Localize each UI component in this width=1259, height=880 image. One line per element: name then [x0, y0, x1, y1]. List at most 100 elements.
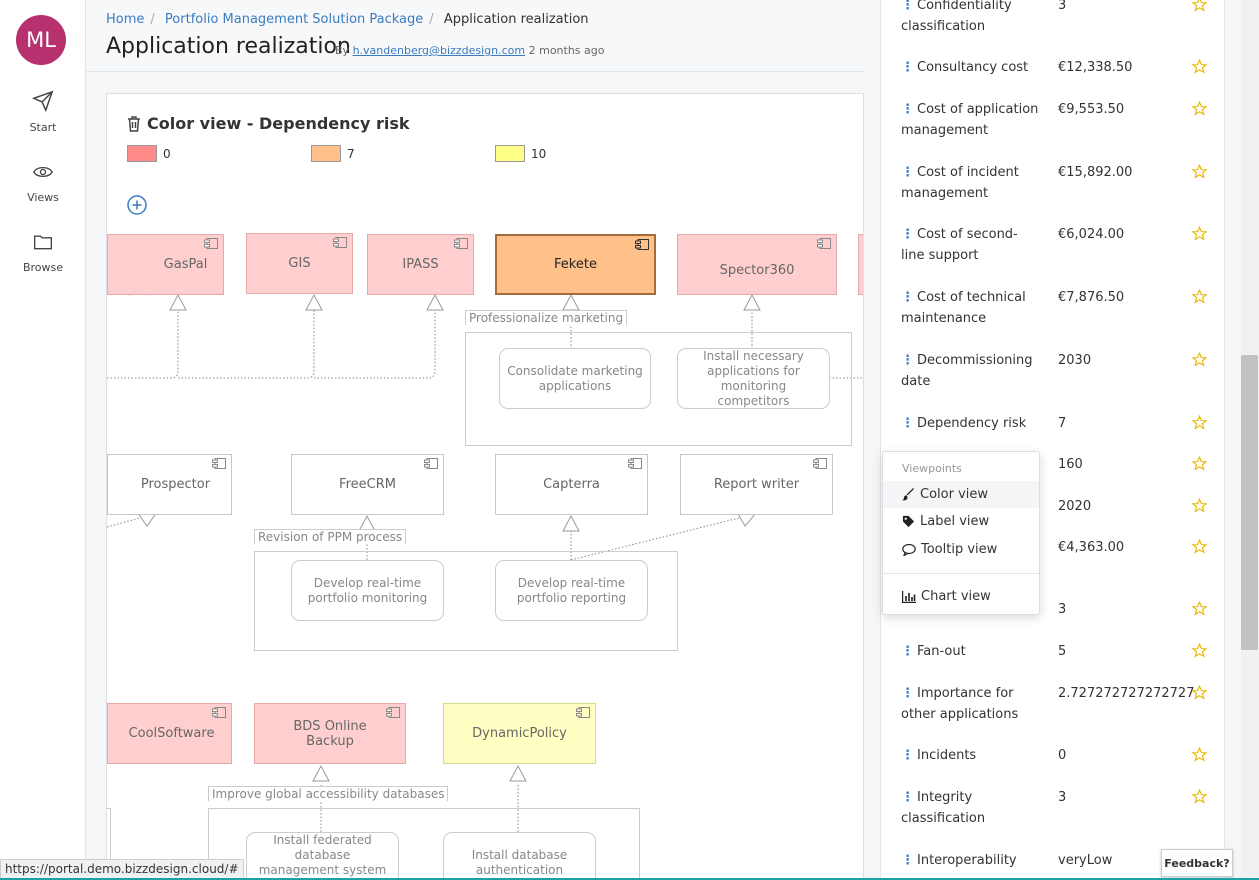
- property-name[interactable]: Decommissioning date: [901, 350, 1041, 392]
- star-icon[interactable]: [1192, 59, 1207, 74]
- property-value: €12,338.50: [1058, 60, 1133, 75]
- property-row: Decommissioning date 2030: [881, 350, 1224, 394]
- page-title: Application realization: [106, 34, 351, 59]
- legend-swatch: [311, 145, 341, 162]
- star-icon[interactable]: [1192, 226, 1207, 241]
- star-icon[interactable]: [1192, 643, 1207, 658]
- star-icon[interactable]: [1192, 789, 1207, 804]
- property-name[interactable]: Integrity classification: [901, 787, 1041, 829]
- nav-item-browse[interactable]: Browse: [0, 232, 86, 275]
- task-install-authentication[interactable]: Install database authentication: [443, 832, 596, 879]
- brush-icon: [902, 488, 915, 501]
- star-icon[interactable]: [1192, 539, 1207, 554]
- property-name[interactable]: Cost of second-line support: [901, 224, 1041, 266]
- star-icon[interactable]: [1192, 164, 1207, 179]
- viewpoint-tooltip-view[interactable]: Tooltip view: [883, 536, 1039, 563]
- eye-icon: [33, 166, 53, 178]
- nav-item-start[interactable]: Start: [0, 90, 86, 135]
- property-value: veryLow: [1058, 853, 1113, 868]
- app-node-partial[interactable]: [858, 234, 863, 295]
- star-icon[interactable]: [1192, 601, 1207, 616]
- legend-swatch: [127, 145, 157, 162]
- property-name[interactable]: Dependency risk: [901, 413, 1041, 434]
- property-value: €4,363.00: [1058, 540, 1125, 555]
- property-value: 3: [1058, 790, 1067, 805]
- property-row: Cost of second-line support€6,024.00: [881, 224, 1224, 268]
- app-node-gaspal[interactable]: GasPal: [107, 234, 224, 295]
- task-install-federated[interactable]: Install federated database management sy…: [246, 832, 399, 879]
- trash-icon[interactable]: [127, 115, 141, 132]
- property-name[interactable]: Cost of application management: [901, 99, 1041, 141]
- tag-icon: [902, 515, 915, 528]
- app-node-fekete[interactable]: Fekete: [495, 234, 656, 295]
- app-node-ipass[interactable]: IPASS: [367, 234, 474, 295]
- star-icon[interactable]: [1192, 415, 1207, 430]
- star-icon[interactable]: [1192, 0, 1207, 12]
- feedback-button[interactable]: Feedback?: [1161, 849, 1233, 877]
- property-row: Importance for other applications2.72727…: [881, 683, 1224, 727]
- breadcrumb-home[interactable]: Home: [106, 12, 145, 27]
- component-icon: [628, 458, 642, 469]
- property-name[interactable]: Interoperability: [901, 850, 1041, 871]
- view-panel: Color view - Dependency risk 0 7 10: [106, 93, 864, 880]
- task-develop-monitoring[interactable]: Develop real-time portfolio monitoring: [291, 560, 444, 621]
- task-develop-reporting[interactable]: Develop real-time portfolio reporting: [495, 560, 648, 621]
- comment-icon: [902, 543, 916, 556]
- property-name[interactable]: Fan-out: [901, 641, 1041, 662]
- work-package-revision-ppm[interactable]: [254, 551, 678, 651]
- author-link[interactable]: h.vandenberg@bizzdesign.com: [352, 44, 526, 57]
- app-node-gis[interactable]: GIS: [246, 233, 353, 294]
- viewpoint-label-view[interactable]: Label view: [883, 508, 1039, 535]
- star-icon[interactable]: [1192, 498, 1207, 513]
- star-icon[interactable]: [1192, 685, 1207, 700]
- star-icon[interactable]: [1192, 747, 1207, 762]
- star-icon[interactable]: [1192, 289, 1207, 304]
- avatar-initials: ML: [26, 28, 56, 52]
- app-node-report-writer[interactable]: Report writer: [680, 454, 833, 515]
- star-icon[interactable]: [1192, 352, 1207, 367]
- zoom-in-icon[interactable]: [127, 195, 147, 215]
- app-node-capterra[interactable]: Capterra: [495, 454, 648, 515]
- scrollbar-thumb[interactable]: [1241, 355, 1258, 650]
- app-node-coolsoftware[interactable]: CoolSoftware: [107, 703, 232, 764]
- app-node-freecrm[interactable]: FreeCRM: [291, 454, 444, 515]
- app-node-bds-online-backup[interactable]: BDS Online Backup: [254, 703, 406, 764]
- app-node-dynamicpolicy[interactable]: DynamicPolicy: [443, 703, 596, 764]
- property-row: Confidentiality classification 3: [881, 0, 1224, 39]
- star-icon[interactable]: [1192, 101, 1207, 116]
- property-name[interactable]: Consultancy cost: [901, 57, 1041, 78]
- property-value: 3: [1058, 0, 1067, 13]
- property-name[interactable]: Incidents: [901, 745, 1041, 766]
- property-row: 2020: [881, 496, 1224, 540]
- send-icon: [32, 90, 54, 112]
- viewpoint-chart-view[interactable]: Chart view: [883, 583, 1039, 610]
- star-icon[interactable]: [1192, 456, 1207, 471]
- component-icon: [424, 458, 438, 469]
- menu-divider: [883, 573, 1039, 574]
- property-name[interactable]: Confidentiality classification: [901, 0, 1041, 37]
- nav-item-views[interactable]: Views: [0, 162, 86, 205]
- property-row: Cost of application management€9,553.50: [881, 99, 1224, 143]
- property-name[interactable]: Cost of technical maintenance: [901, 287, 1041, 329]
- folder-icon: [34, 235, 52, 250]
- view-title: Color view - Dependency risk: [127, 114, 410, 133]
- viewpoint-color-view[interactable]: Color view: [883, 481, 1039, 508]
- property-value: €7,876.50: [1058, 290, 1125, 305]
- legend-item-0: 0: [127, 145, 171, 162]
- property-value: 2030: [1058, 353, 1092, 368]
- avatar[interactable]: ML: [16, 15, 66, 65]
- page-header: Home/ Portfolio Management Solution Pack…: [86, 0, 864, 72]
- work-package-professionalize-marketing[interactable]: [465, 332, 852, 446]
- property-value: 2020: [1058, 499, 1092, 514]
- work-package-improve-global-accessibility[interactable]: [208, 808, 640, 879]
- task-consolidate-marketing[interactable]: Consolidate marketing applications: [499, 348, 651, 409]
- task-install-necessary[interactable]: Install necessary applications for monit…: [677, 348, 830, 409]
- property-row: Cost of technical maintenance €7,876.50: [881, 287, 1224, 331]
- group-label: Improve global accessibility databases: [208, 786, 449, 801]
- property-name[interactable]: Importance for other applications: [901, 683, 1041, 725]
- breadcrumb-package[interactable]: Portfolio Management Solution Package: [164, 12, 424, 27]
- app-node-prospector[interactable]: Prospector: [107, 454, 232, 515]
- app-node-spector360[interactable]: Spector360: [677, 234, 837, 295]
- property-name[interactable]: Cost of incident management: [901, 162, 1041, 204]
